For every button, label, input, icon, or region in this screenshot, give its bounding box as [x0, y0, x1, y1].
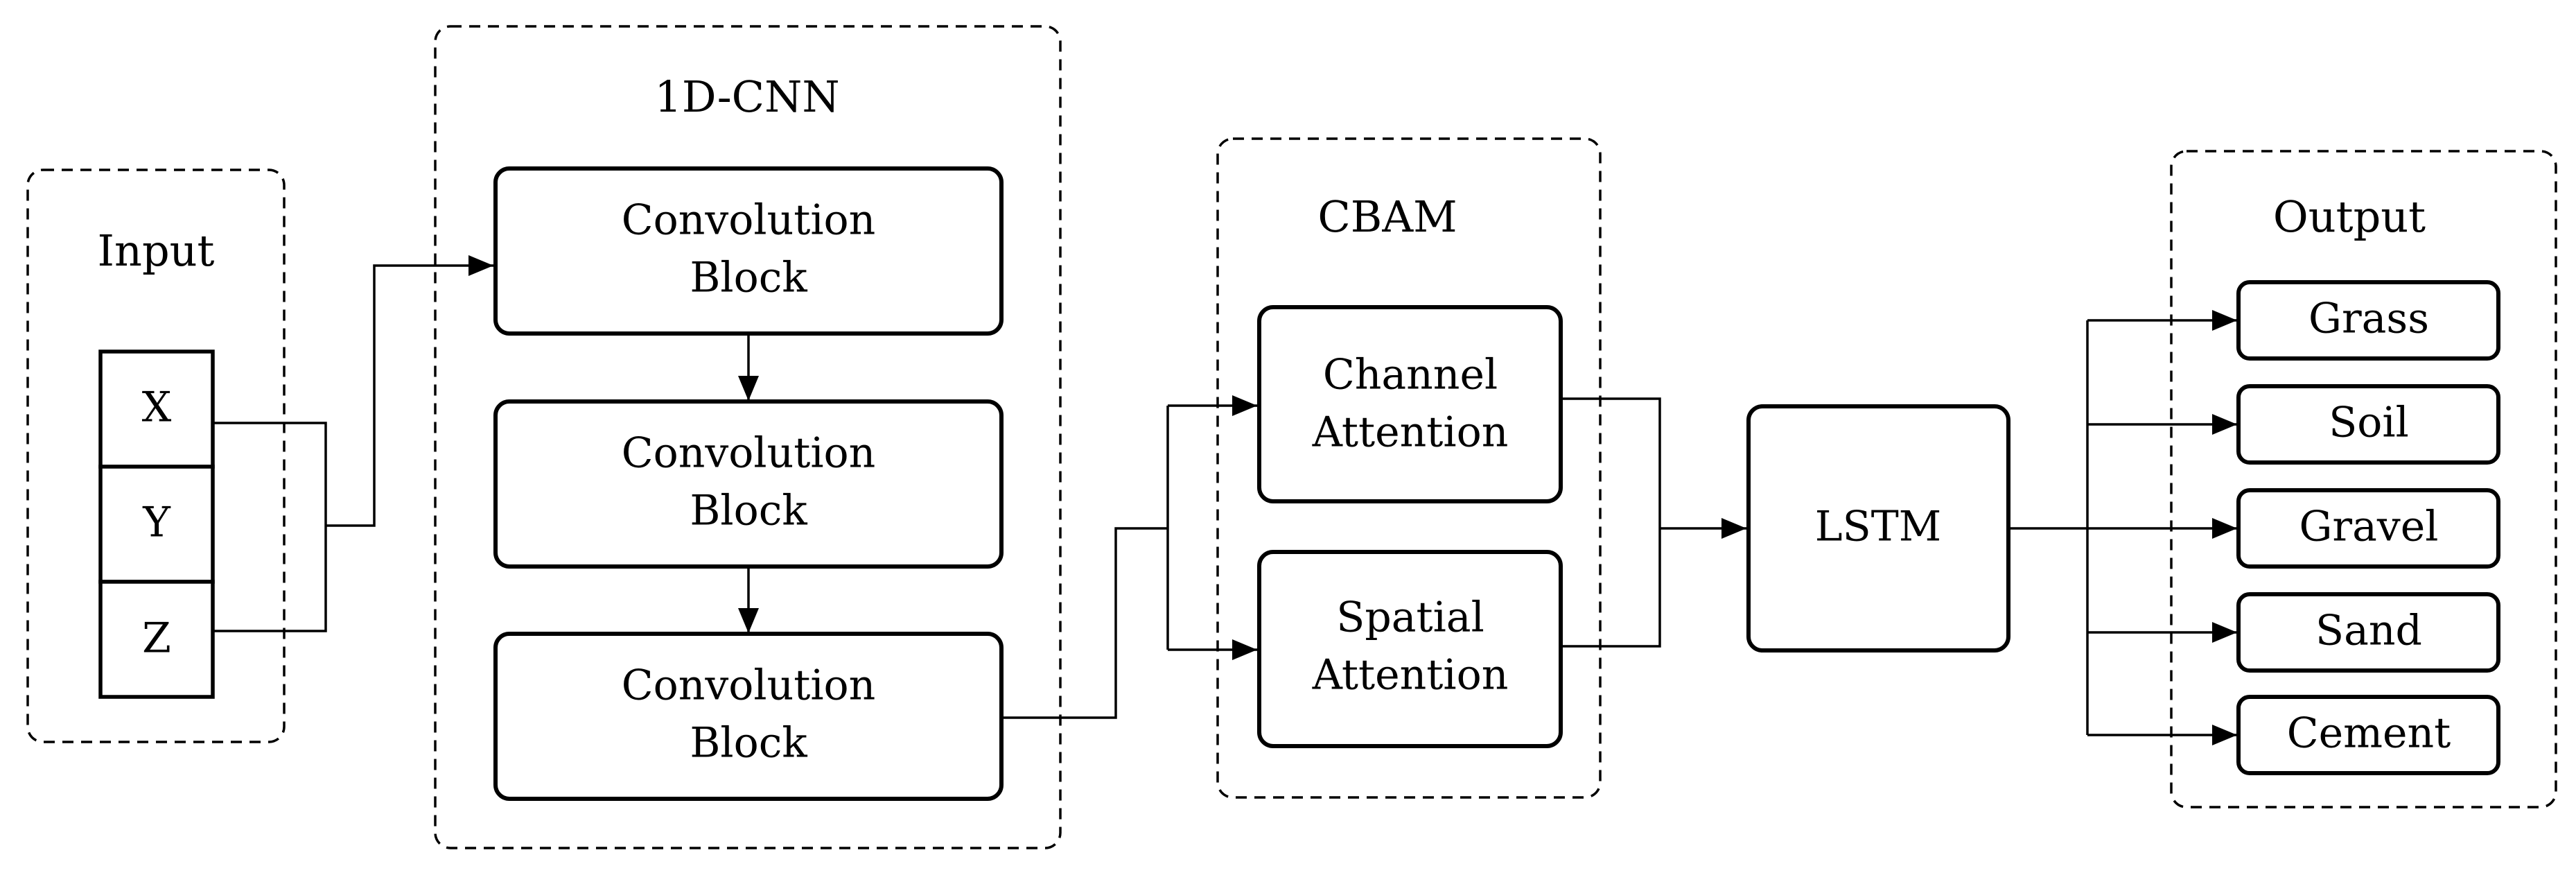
output-class-grass	[2236, 280, 2500, 361]
input-cell-x-label: X	[142, 383, 172, 432]
cbam-to-lstm-connector	[1561, 397, 1746, 648]
input-group-frame	[26, 168, 286, 743]
convolution-block-2-line2: Block	[690, 487, 807, 535]
cnn-group: 1D-CNN Convolution Block Convolution Blo…	[434, 25, 1062, 849]
channel-attention-out-line	[1561, 397, 1661, 528]
input-to-cnn-connector	[213, 255, 493, 632]
input-to-cnn-arrow	[326, 255, 493, 527]
cbam-group: CBAM Channel Attention Spatial Attention	[1216, 137, 1602, 799]
cnn-group-frame	[434, 25, 1062, 849]
convolution-block-1-line2: Block	[690, 254, 807, 302]
input-group: Input X Y Z	[26, 168, 286, 743]
output-class-soil	[2236, 384, 2500, 465]
output-class-sand-label: Sand	[2315, 607, 2422, 655]
output-class-grass-label: Grass	[2308, 295, 2429, 343]
spatial-attention-out-line	[1561, 528, 1661, 648]
cnn-output-line	[1001, 527, 1168, 719]
output-class-cement	[2236, 695, 2500, 775]
convolution-block-3-line2: Block	[690, 719, 807, 768]
output-class-gravel-label: Gravel	[2299, 503, 2439, 551]
cbam-group-frame	[1216, 137, 1602, 799]
input-cell-y-label: Y	[142, 499, 171, 547]
output-group: Output Grass Soil Gravel Sand Cement	[2170, 150, 2557, 809]
spatial-attention-line2: Attention	[1312, 651, 1509, 700]
input-cell-z	[98, 580, 215, 699]
cnn-to-cbam-connector	[1001, 395, 1257, 719]
convolution-block-3-line1: Convolution	[622, 662, 876, 710]
x-connector-line	[213, 422, 327, 526]
cbam-title: CBAM	[1317, 191, 1457, 242]
channel-attention-block	[1257, 305, 1563, 503]
convolution-block-3	[493, 632, 1004, 801]
z-connector-line	[213, 526, 327, 632]
cnn-title: 1D-CNN	[654, 71, 839, 122]
channel-attention-line2: Attention	[1312, 408, 1509, 457]
convolution-block-1	[493, 166, 1004, 336]
output-class-sand	[2236, 592, 2500, 673]
lstm-group: LSTM	[1746, 404, 2010, 652]
input-cell-z-label: Z	[142, 614, 171, 663]
spatial-attention-line1: Spatial	[1336, 594, 1484, 642]
lstm-label: LSTM	[1815, 503, 1941, 551]
lstm-to-output-connector	[2008, 310, 2237, 745]
output-class-cement-label: Cement	[2287, 709, 2451, 758]
output-group-frame	[2170, 150, 2557, 809]
output-class-gravel	[2236, 488, 2500, 569]
input-cell-y	[98, 465, 215, 584]
convolution-block-2	[493, 399, 1004, 569]
spatial-attention-block	[1257, 550, 1563, 748]
output-class-soil-label: Soil	[2329, 399, 2409, 447]
input-title: Input	[98, 225, 215, 276]
output-title: Output	[2273, 191, 2426, 242]
channel-attention-line1: Channel	[1323, 351, 1498, 399]
convolution-block-1-line1: Convolution	[622, 196, 876, 245]
convolution-block-2-line1: Convolution	[622, 429, 876, 478]
